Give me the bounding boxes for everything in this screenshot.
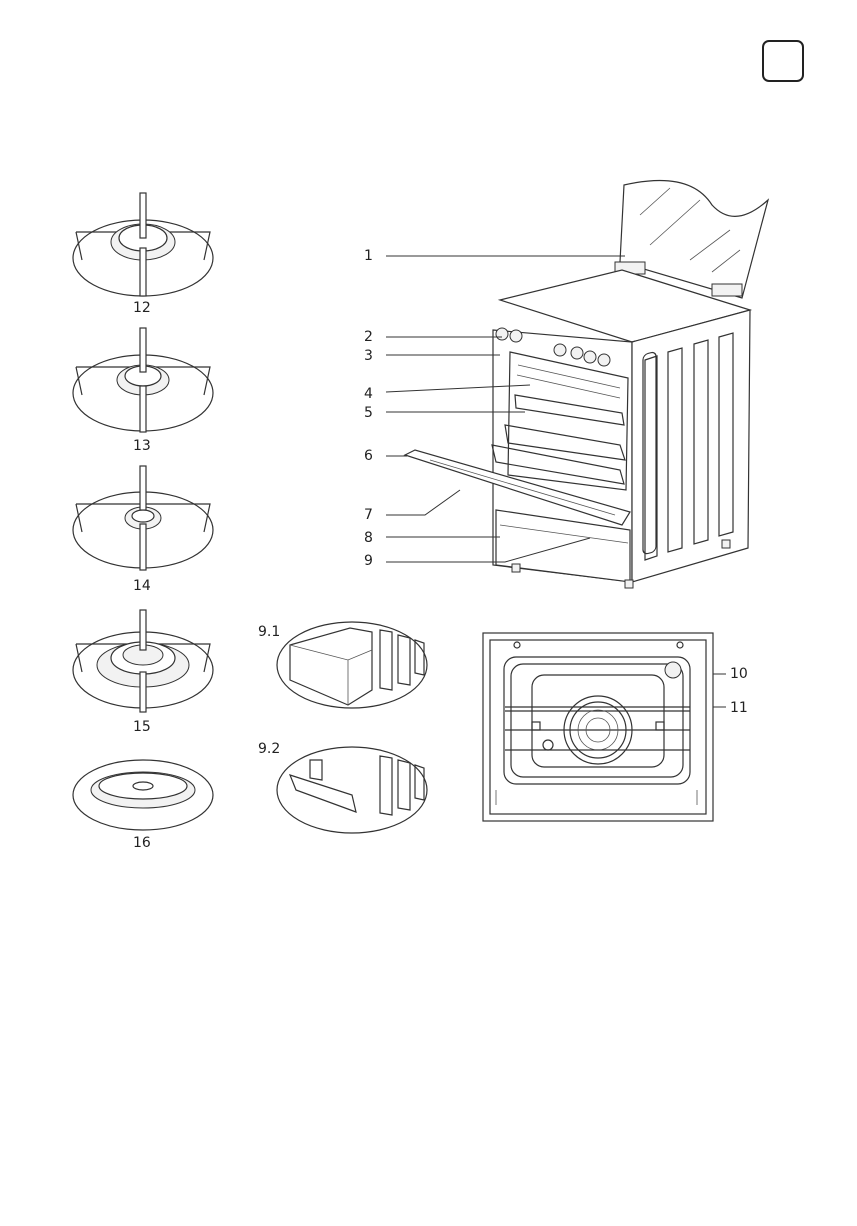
burner-grid-15 — [73, 610, 213, 712]
label-9-1: 9.1 — [258, 624, 280, 640]
burner-grid-14 — [73, 466, 213, 570]
label-10: 10 — [730, 666, 748, 682]
label-6: 6 — [364, 448, 373, 464]
burner-grid-12 — [73, 193, 213, 296]
drawer-detail-9-1 — [277, 622, 427, 708]
label-5: 5 — [364, 405, 373, 421]
label-8: 8 — [364, 530, 373, 546]
label-13: 13 — [133, 438, 151, 454]
label-9-2: 9.2 — [258, 741, 280, 757]
label-2: 2 — [364, 329, 373, 345]
label-16: 16 — [133, 835, 151, 851]
label-1: 1 — [364, 248, 373, 264]
label-11: 11 — [730, 700, 748, 716]
label-7: 7 — [364, 507, 373, 523]
label-9: 9 — [364, 553, 373, 569]
burner-cap-16 — [73, 760, 213, 830]
label-15: 15 — [133, 719, 151, 735]
label-4: 4 — [364, 386, 373, 402]
burner-grid-13 — [73, 328, 213, 432]
label-12: 12 — [133, 300, 151, 316]
drawer-detail-9-2 — [277, 747, 427, 833]
oven-front-view — [483, 633, 713, 821]
label-14: 14 — [133, 578, 151, 594]
cooker-main — [405, 181, 768, 589]
label-3: 3 — [364, 348, 373, 364]
